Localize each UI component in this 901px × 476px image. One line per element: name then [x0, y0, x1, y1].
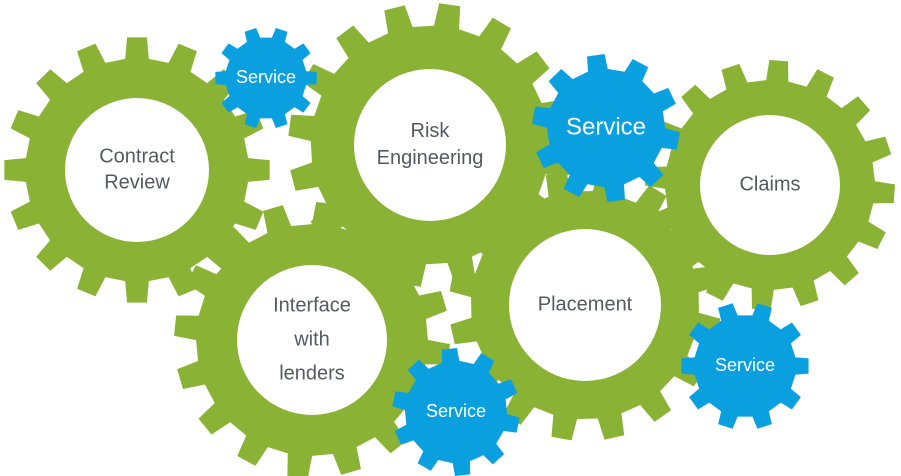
risk-engineering-gear-center [354, 69, 506, 221]
interface-with-lenders-label-line: Interface [273, 294, 351, 316]
risk-engineering-gear [288, 3, 572, 287]
service-4-label-line: Service [426, 401, 486, 421]
interface-with-lenders-label-line: lenders [279, 362, 345, 384]
service-2-gear [532, 54, 680, 202]
service-4-gear-body [392, 348, 520, 476]
interface-with-lenders-gear-center [237, 265, 387, 415]
contract-review-label-line: Review [104, 171, 170, 193]
contract-review-gear [4, 37, 270, 303]
service-2-label-line: Service [566, 113, 646, 140]
claims-gear [645, 60, 895, 310]
placement-gear [449, 169, 721, 441]
risk-engineering-label-line: Engineering [377, 147, 484, 169]
service-1-gear-body [215, 27, 317, 129]
service-2-gear-body [532, 54, 680, 202]
gear-layer [4, 3, 895, 476]
claims-gear-center [700, 115, 840, 255]
interface-with-lenders-label-line: with [293, 328, 330, 350]
service-1-gear [215, 27, 317, 129]
interface-with-lenders-gear [174, 202, 450, 476]
placement-label-line: Placement [538, 293, 633, 315]
service-3-gear [681, 303, 809, 429]
placement-gear-center [509, 229, 661, 381]
service-4-gear [392, 348, 520, 476]
service-3-gear-body [681, 303, 809, 429]
claims-label-line: Claims [739, 173, 800, 195]
risk-engineering-label-line: Risk [411, 120, 451, 142]
contract-review-label-line: Contract [99, 145, 175, 167]
service-1-label-line: Service [236, 67, 296, 87]
contract-review-gear-center [65, 98, 209, 242]
service-3-label-line: Service [715, 355, 775, 375]
